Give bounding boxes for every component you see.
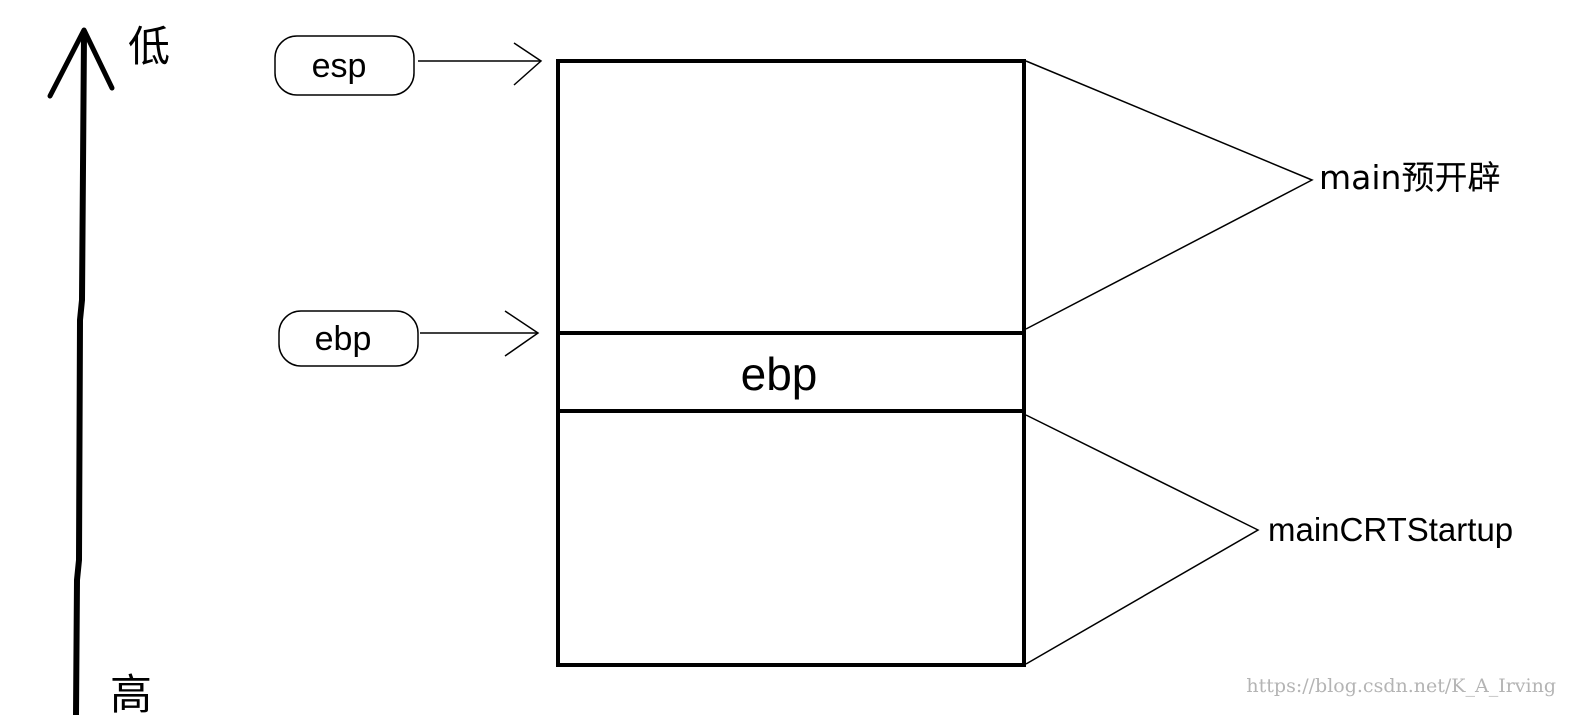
ebp-register-label: ebp	[315, 320, 372, 358]
ebp-arrowhead-icon	[504, 310, 540, 357]
lower-brace: mainCRTStartup	[1025, 414, 1513, 665]
esp-pointer: esp	[274, 35, 543, 96]
watermark: https://blog.csdn.net/K_A_Irving	[1246, 675, 1556, 697]
axis-top-label: 低	[128, 22, 170, 71]
lower-brace-label: mainCRTStartup	[1268, 511, 1513, 548]
upper-brace-lines	[1025, 60, 1314, 330]
ebp-register-box	[278, 310, 419, 367]
esp-register-box	[274, 35, 415, 96]
lower-brace-lines	[1025, 414, 1260, 665]
upper-brace-label: main预开辟	[1319, 158, 1500, 197]
maincrtstartup-frame-region	[556, 409, 1026, 667]
saved-ebp-label: ebp	[741, 348, 818, 400]
stack-block: ebp	[556, 59, 1026, 667]
esp-register-label: esp	[312, 47, 367, 85]
upper-brace: main预开辟	[1025, 60, 1500, 330]
axis-bottom-label: 高	[110, 670, 152, 715]
axis-line	[73, 31, 87, 715]
address-axis: 低 高	[47, 22, 170, 715]
ebp-pointer: ebp	[278, 310, 540, 367]
main-frame-region	[556, 59, 1026, 335]
esp-arrowhead-icon	[513, 42, 543, 86]
axis-arrowhead-icon	[47, 27, 115, 99]
